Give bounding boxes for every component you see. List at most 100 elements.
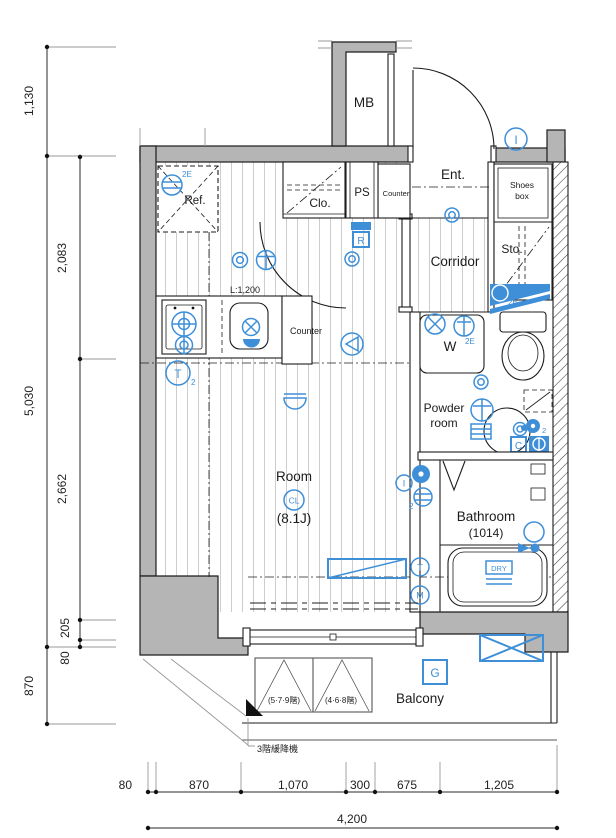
dimensions: 1,130 5,030 870 2,083 2,662 205 80 80 87…	[22, 44, 560, 831]
sink	[229, 302, 269, 350]
corridor-floor	[410, 218, 488, 312]
thermostat-icon: T 2	[165, 360, 196, 387]
dim-80-bottom: 80	[119, 778, 133, 792]
kitchen-counter-band	[155, 295, 283, 359]
closet-ps: Clo. PS	[259, 161, 379, 309]
refrigerator-space: Ref. 2E	[157, 165, 219, 233]
mirror-diagonal	[525, 391, 551, 411]
bathtub-inner	[452, 551, 543, 603]
dim-870: 870	[22, 676, 36, 696]
switch-sub: 2	[542, 426, 546, 435]
downlight-icon	[444, 207, 460, 223]
intercom-letter: I	[514, 133, 517, 147]
bathroom: Bathroom (1014) DRY	[417, 451, 554, 612]
room-size-label: (8.1J)	[277, 511, 312, 526]
meter-box: MB	[354, 53, 395, 147]
bathtub	[447, 547, 548, 607]
dim-80-left: 80	[58, 651, 72, 665]
ceiling-zone-lines	[140, 232, 553, 578]
speaker-icon	[340, 332, 364, 356]
toilet-tank	[499, 311, 547, 333]
kitchen-counter-label: Counter	[290, 326, 322, 336]
hatch-floors-b: (4·6·8階)	[325, 695, 357, 705]
kitchen-l-label: L:1,200	[230, 285, 260, 295]
toilet-seat	[507, 334, 539, 372]
dim-1205: 1,205	[484, 778, 514, 792]
downlight-icon	[344, 251, 360, 267]
ent-counter	[377, 163, 411, 219]
burner-icon	[171, 311, 197, 355]
escape-triangle	[246, 699, 263, 716]
exterior-walls	[139, 40, 569, 656]
switch-dot-icon: 2	[526, 419, 546, 435]
washer-label: W	[444, 339, 457, 354]
outlet-2e-icon: 2E	[161, 170, 192, 196]
room-cl-icon: CL	[283, 489, 305, 511]
bath-folding-door	[442, 460, 466, 492]
room-cl-label: CL	[289, 496, 300, 506]
shoes-box-label-1: Shoes	[510, 180, 534, 190]
powder-label-2: room	[430, 416, 457, 430]
mb-door	[387, 53, 395, 147]
shoesbox-storage: Shoes box Sto.	[493, 163, 553, 301]
closet-door-arc	[259, 221, 347, 309]
top-right-column	[546, 129, 566, 163]
hatch-floors-a: (5·7·9階)	[268, 695, 300, 705]
ent-counter-label: Counter	[383, 189, 410, 198]
dim-300: 300	[350, 778, 370, 792]
gas-meter-icon: G	[422, 659, 448, 685]
ref-x-lines	[157, 165, 219, 233]
escape-hatch: (5·7·9階) (4·6·8階) 3階緩降機	[142, 657, 373, 754]
washer-pan	[419, 314, 485, 374]
closet-label: Clo.	[309, 196, 330, 210]
kitchen-peninsula	[281, 295, 313, 365]
window-center-lock	[329, 633, 337, 641]
dim-870-bottom: 870	[189, 778, 209, 792]
ps-inner-lines	[349, 162, 375, 218]
heater-2e-label: 2E	[508, 298, 518, 307]
shower-icon	[518, 521, 545, 553]
switch-cluster: I 2	[395, 465, 433, 511]
sto-label: Sto.	[501, 242, 522, 256]
powder-label-1: Powder	[424, 401, 465, 415]
mb-label: MB	[354, 95, 374, 110]
gas-letter: G	[430, 666, 439, 680]
window-end-frame	[415, 627, 424, 647]
dim-2662: 2,662	[55, 474, 69, 504]
stove-knob	[191, 306, 195, 310]
top-wall	[139, 145, 411, 163]
shoes-box-label-2: box	[515, 191, 529, 201]
window-rail-dashes	[250, 602, 418, 610]
heater-panel-icon	[470, 423, 492, 440]
dim-675: 675	[397, 778, 417, 792]
balcony-label: Balcony	[396, 691, 444, 706]
ent-door-swing-arc	[412, 67, 495, 150]
washer-toilet: W 2E 2E	[419, 284, 550, 390]
telecom-icon: T	[410, 557, 430, 577]
corridor: Corridor R	[344, 222, 480, 269]
switch-sub: 2	[409, 502, 414, 511]
bath-shelf	[530, 487, 546, 501]
dim-4200: 4,200	[337, 812, 367, 826]
switch-letter: I	[403, 479, 406, 489]
ac-outdoor-unit-icon	[479, 634, 544, 662]
bottom-bath-wall	[419, 611, 569, 653]
escape-leader-lines	[142, 658, 255, 747]
shoes-sto-unit	[493, 163, 553, 301]
dry-unit-icon: DRY	[485, 560, 513, 585]
washer-tap-icon	[424, 313, 446, 335]
ps-label: PS	[354, 187, 370, 199]
telecom-letter: T	[417, 563, 423, 573]
vent-fan-icon	[470, 398, 494, 422]
thermostat-sub: 2	[191, 378, 196, 387]
wall-break-ticks	[139, 40, 412, 146]
powder-room: Powder room 2 C	[424, 389, 553, 455]
charger-letter: C	[515, 441, 522, 452]
right-boundary-wall-hatched	[552, 161, 569, 613]
toilet-bowl	[501, 331, 545, 381]
ent-door-frame	[407, 145, 414, 163]
sto-diagonal	[496, 226, 550, 298]
multimedia-icon: M	[410, 585, 430, 605]
main-room: Room CL (8.1J) T 2 T	[165, 249, 433, 605]
outlet-2e-label: 2E	[465, 337, 475, 346]
